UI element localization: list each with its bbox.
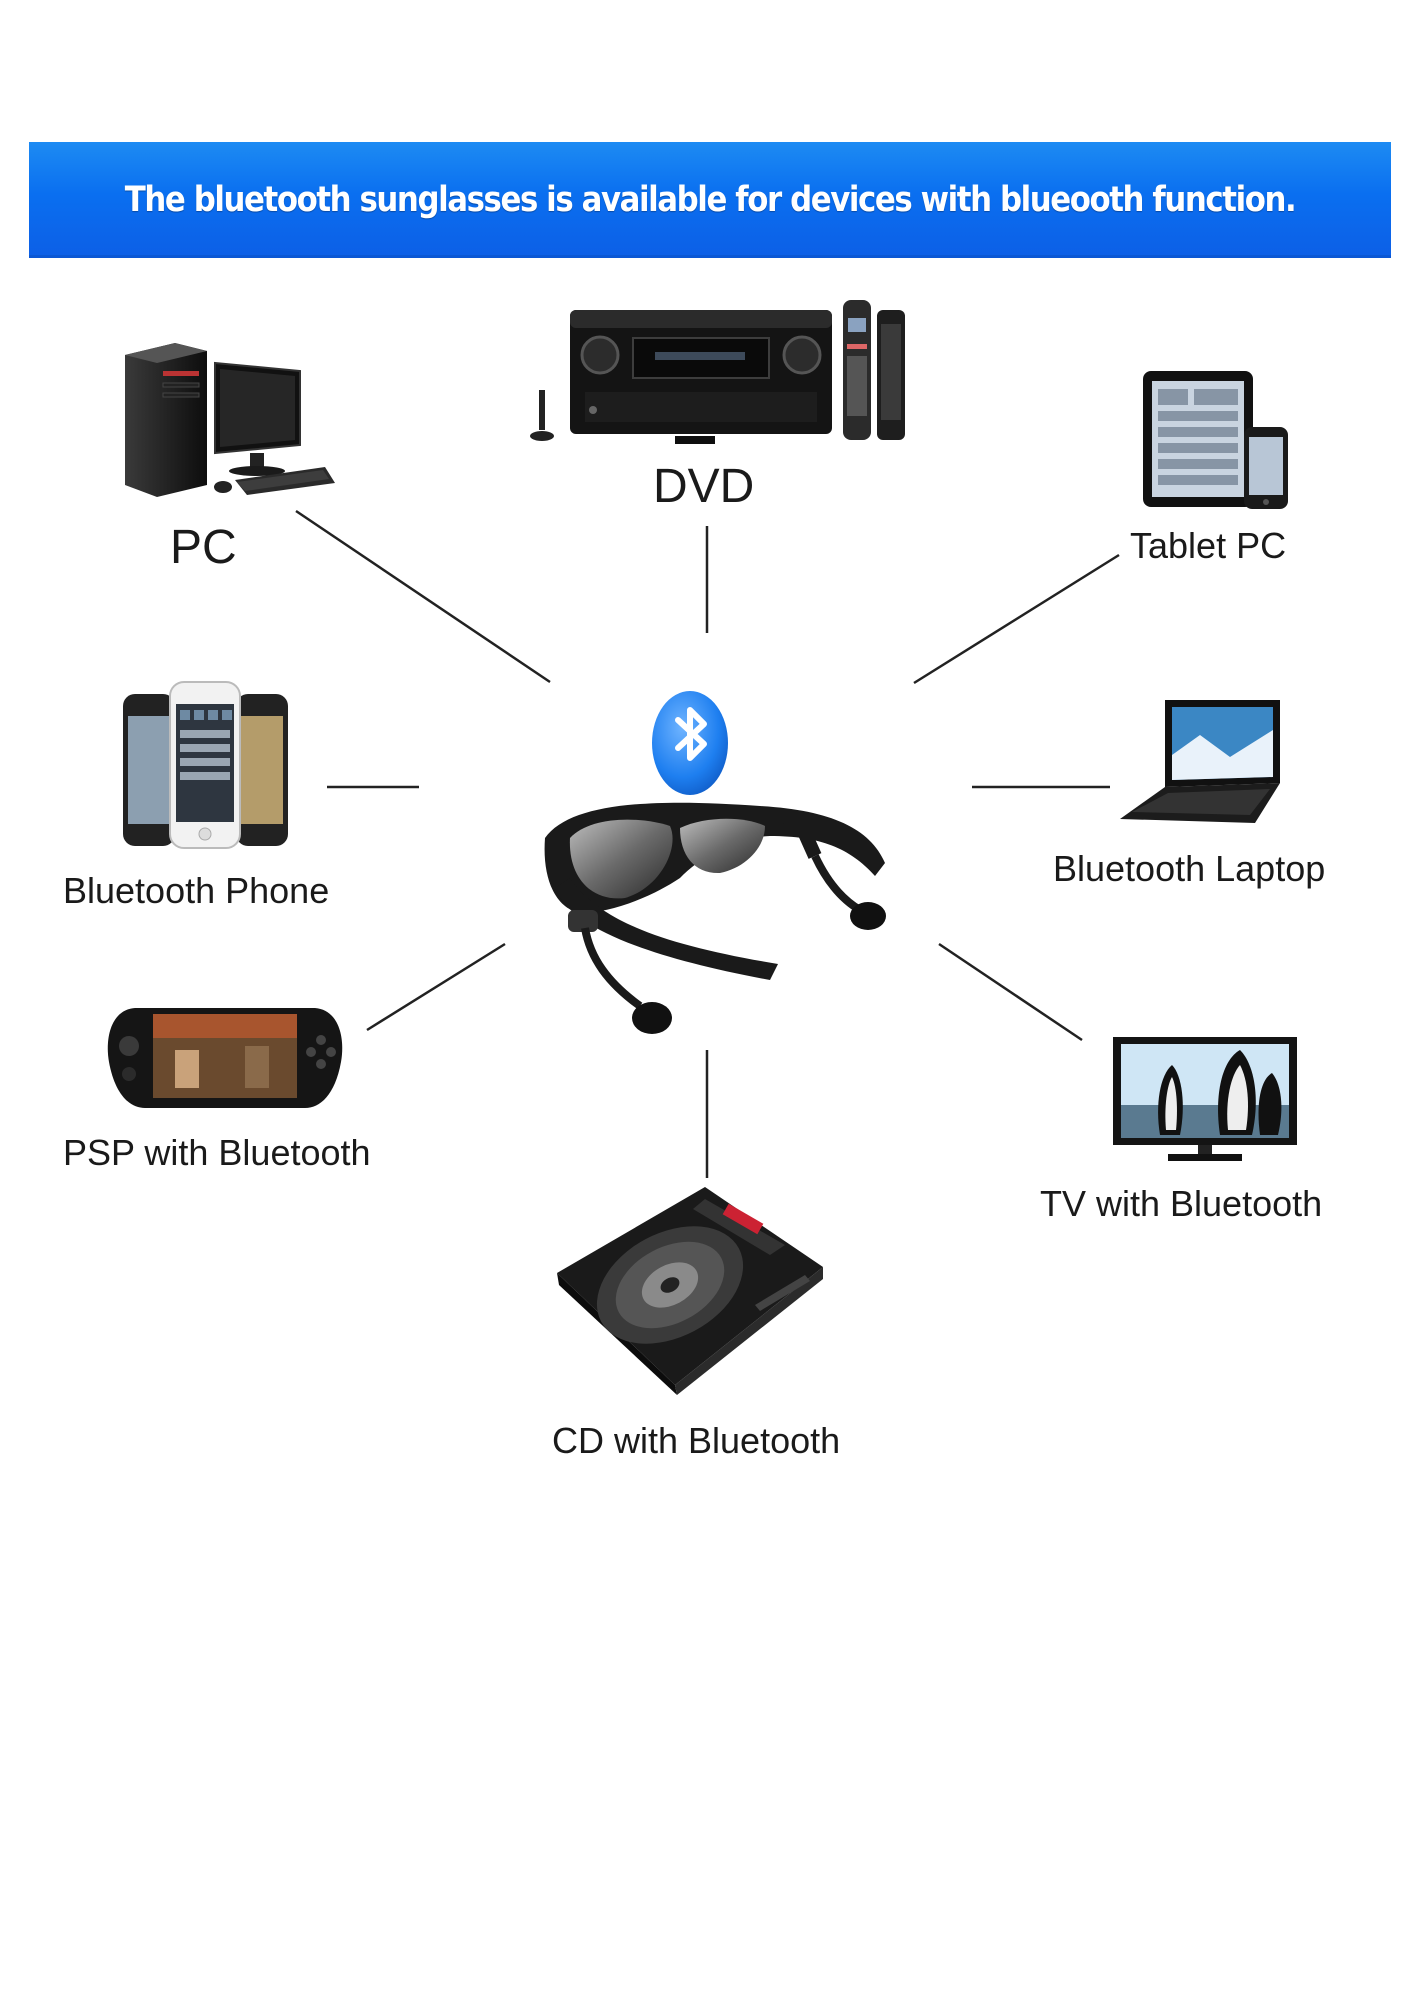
psp-icon [107,1008,343,1108]
line-tablet [913,553,1120,685]
header-banner: The bluetooth sunglasses is available fo… [29,142,1391,258]
banner-title: The bluetooth sunglasses is available fo… [124,180,1297,220]
tablet-icon [1143,371,1288,509]
bluetooth-icon [652,691,728,795]
line-psp [366,942,506,1032]
label-psp: PSP with Bluetooth [63,1132,371,1173]
line-pc [295,509,551,684]
label-tablet: Tablet PC [1130,525,1287,566]
laptop-icon [1120,700,1280,823]
label-tv: TV with Bluetooth [1040,1183,1323,1224]
tv-icon [1113,1037,1297,1161]
cd-player-icon [557,1187,823,1395]
sunglasses-headset-icon [544,691,886,1034]
line-tv [938,942,1083,1042]
pc-icon [125,343,335,497]
label-dvd: DVD [653,460,755,513]
dvd-receiver-icon [530,300,905,444]
label-phone: Bluetooth Phone [63,870,330,911]
phone-icon [123,681,288,849]
label-pc: PC [170,521,237,574]
label-cd: CD with Bluetooth [552,1420,841,1461]
label-laptop: Bluetooth Laptop [1053,848,1326,889]
